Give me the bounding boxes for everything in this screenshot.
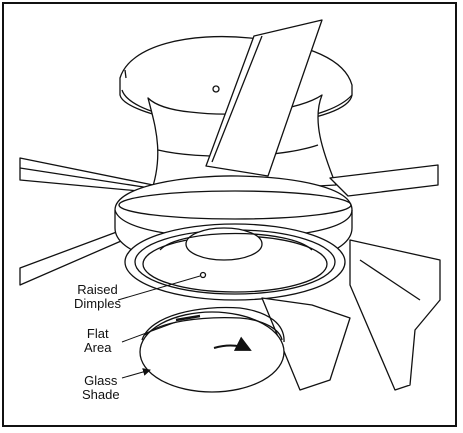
leader-flat-area <box>121 321 177 343</box>
fan-blade-right-lower <box>349 239 441 391</box>
arrowhead-icon <box>121 368 151 379</box>
flat-area-mark <box>175 314 201 322</box>
leader-raised-dimples <box>117 275 201 301</box>
label-glass-shade: Glass Shade <box>82 373 120 402</box>
label-flat-area: Flat Area <box>84 326 112 355</box>
fan-blade-right <box>329 164 439 197</box>
fan-blade-bottom <box>261 297 351 391</box>
raised-dimple <box>199 271 207 279</box>
light-opening <box>124 223 346 301</box>
curved-arrow-icon <box>213 336 252 351</box>
fan-blade-left-lower <box>19 229 129 286</box>
fan-blade-left-upper <box>19 157 159 193</box>
glass-shade <box>139 306 285 393</box>
fan-blade-front <box>205 19 323 177</box>
label-raised-dimples: Raised Dimples <box>74 282 121 311</box>
